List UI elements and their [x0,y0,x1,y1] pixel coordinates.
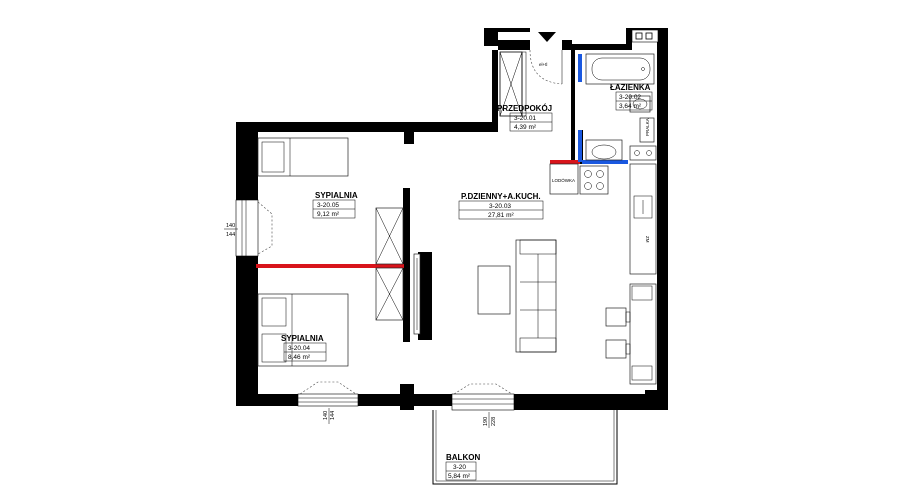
svg-text:27,81 m²: 27,81 m² [488,212,514,219]
kitchen-counter [629,163,657,275]
washbasin [585,139,623,161]
dim-bottom1-b: 144 [330,411,336,420]
svg-text:BALKON: BALKON [446,453,480,462]
svg-text:9,12 m²: 9,12 m² [317,211,340,218]
fridge [549,163,579,195]
coffee-table [477,265,511,315]
svg-text:3-20.01: 3-20.01 [514,115,536,122]
entry-mark: el+tl [539,62,547,67]
svg-text:SYPIALNIA: SYPIALNIA [315,191,358,200]
wardrobe-bedrooms [375,207,404,321]
svg-text:3-20.02: 3-20.02 [619,94,641,101]
bed-bedroom-2 [257,293,349,367]
zm-label: ZM [645,236,650,243]
room-label-sypialnia-1: SYPIALNIA 3-20.05 9,12 m² [312,191,358,219]
window-top [631,29,659,43]
dining-table [605,283,657,385]
room-label-przedpokoj: PRZEDPOKÓJ 3-20.01 4,39 m² [497,104,553,132]
svg-text:5,84 m²: 5,84 m² [448,473,471,480]
svg-text:PRZEDPOKÓJ: PRZEDPOKÓJ [497,104,552,113]
room-label-dzienny: P.DZIENNY+A.KUCH. 3-20.03 27,81 m² [458,192,544,220]
blue-wall-bath2 [578,130,582,162]
bathroom-cabinet [629,145,657,161]
sofa [515,239,557,353]
svg-text:SYPIALNIA: SYPIALNIA [281,334,324,343]
washing-machine: PRALKA [639,117,655,143]
red-wall-kitchen [550,160,580,164]
room-label-sypialnia-2: SYPIALNIA 3-20.04 8,46 m² [281,334,327,362]
room-label-lazienka: ŁAZIENKA 3-20.02 3,64 m² [610,83,653,111]
svg-text:3-20: 3-20 [453,464,466,471]
dim-bottom1-a: 140 [323,411,329,420]
tv-unit [413,253,421,335]
svg-text:3,64 m²: 3,64 m² [619,103,642,110]
bathtub [585,53,655,85]
room-label-balkon: BALKON 3-20 5,84 m² [445,453,480,481]
stove [579,165,609,195]
balcony [432,410,618,485]
svg-text:3-20.04: 3-20.04 [288,345,310,352]
svg-text:ŁAZIENKA: ŁAZIENKA [610,83,651,92]
wardrobe-hall [499,51,527,117]
dim-bottom2-b: 228 [491,417,497,426]
window-left [235,199,273,257]
svg-text:PRALKA: PRALKA [645,118,650,136]
svg-text:4,39 m²: 4,39 m² [514,124,537,131]
window-bottom-left [297,381,359,407]
dim-left-a: 140 [226,223,235,229]
svg-text:3-20.03: 3-20.03 [489,203,511,210]
dim-bottom2-a: 190 [483,417,489,426]
entry-door [529,49,563,85]
toilet [629,95,651,113]
svg-text:P.DZIENNY+A.KUCH.: P.DZIENNY+A.KUCH. [461,192,541,201]
lodowka-label: LODÓWKA [552,177,575,183]
blue-wall-bath3 [582,160,628,164]
window-bottom-right [451,383,515,411]
svg-text:8,46 m²: 8,46 m² [288,354,311,361]
svg-text:3-20.05: 3-20.05 [317,202,339,209]
bed-bedroom-1 [257,137,349,177]
dim-left-b: 144 [226,232,235,238]
blue-wall-bath1 [578,54,582,82]
entrance-arrow-icon [538,32,556,42]
red-wall-bedrooms [256,264,404,268]
